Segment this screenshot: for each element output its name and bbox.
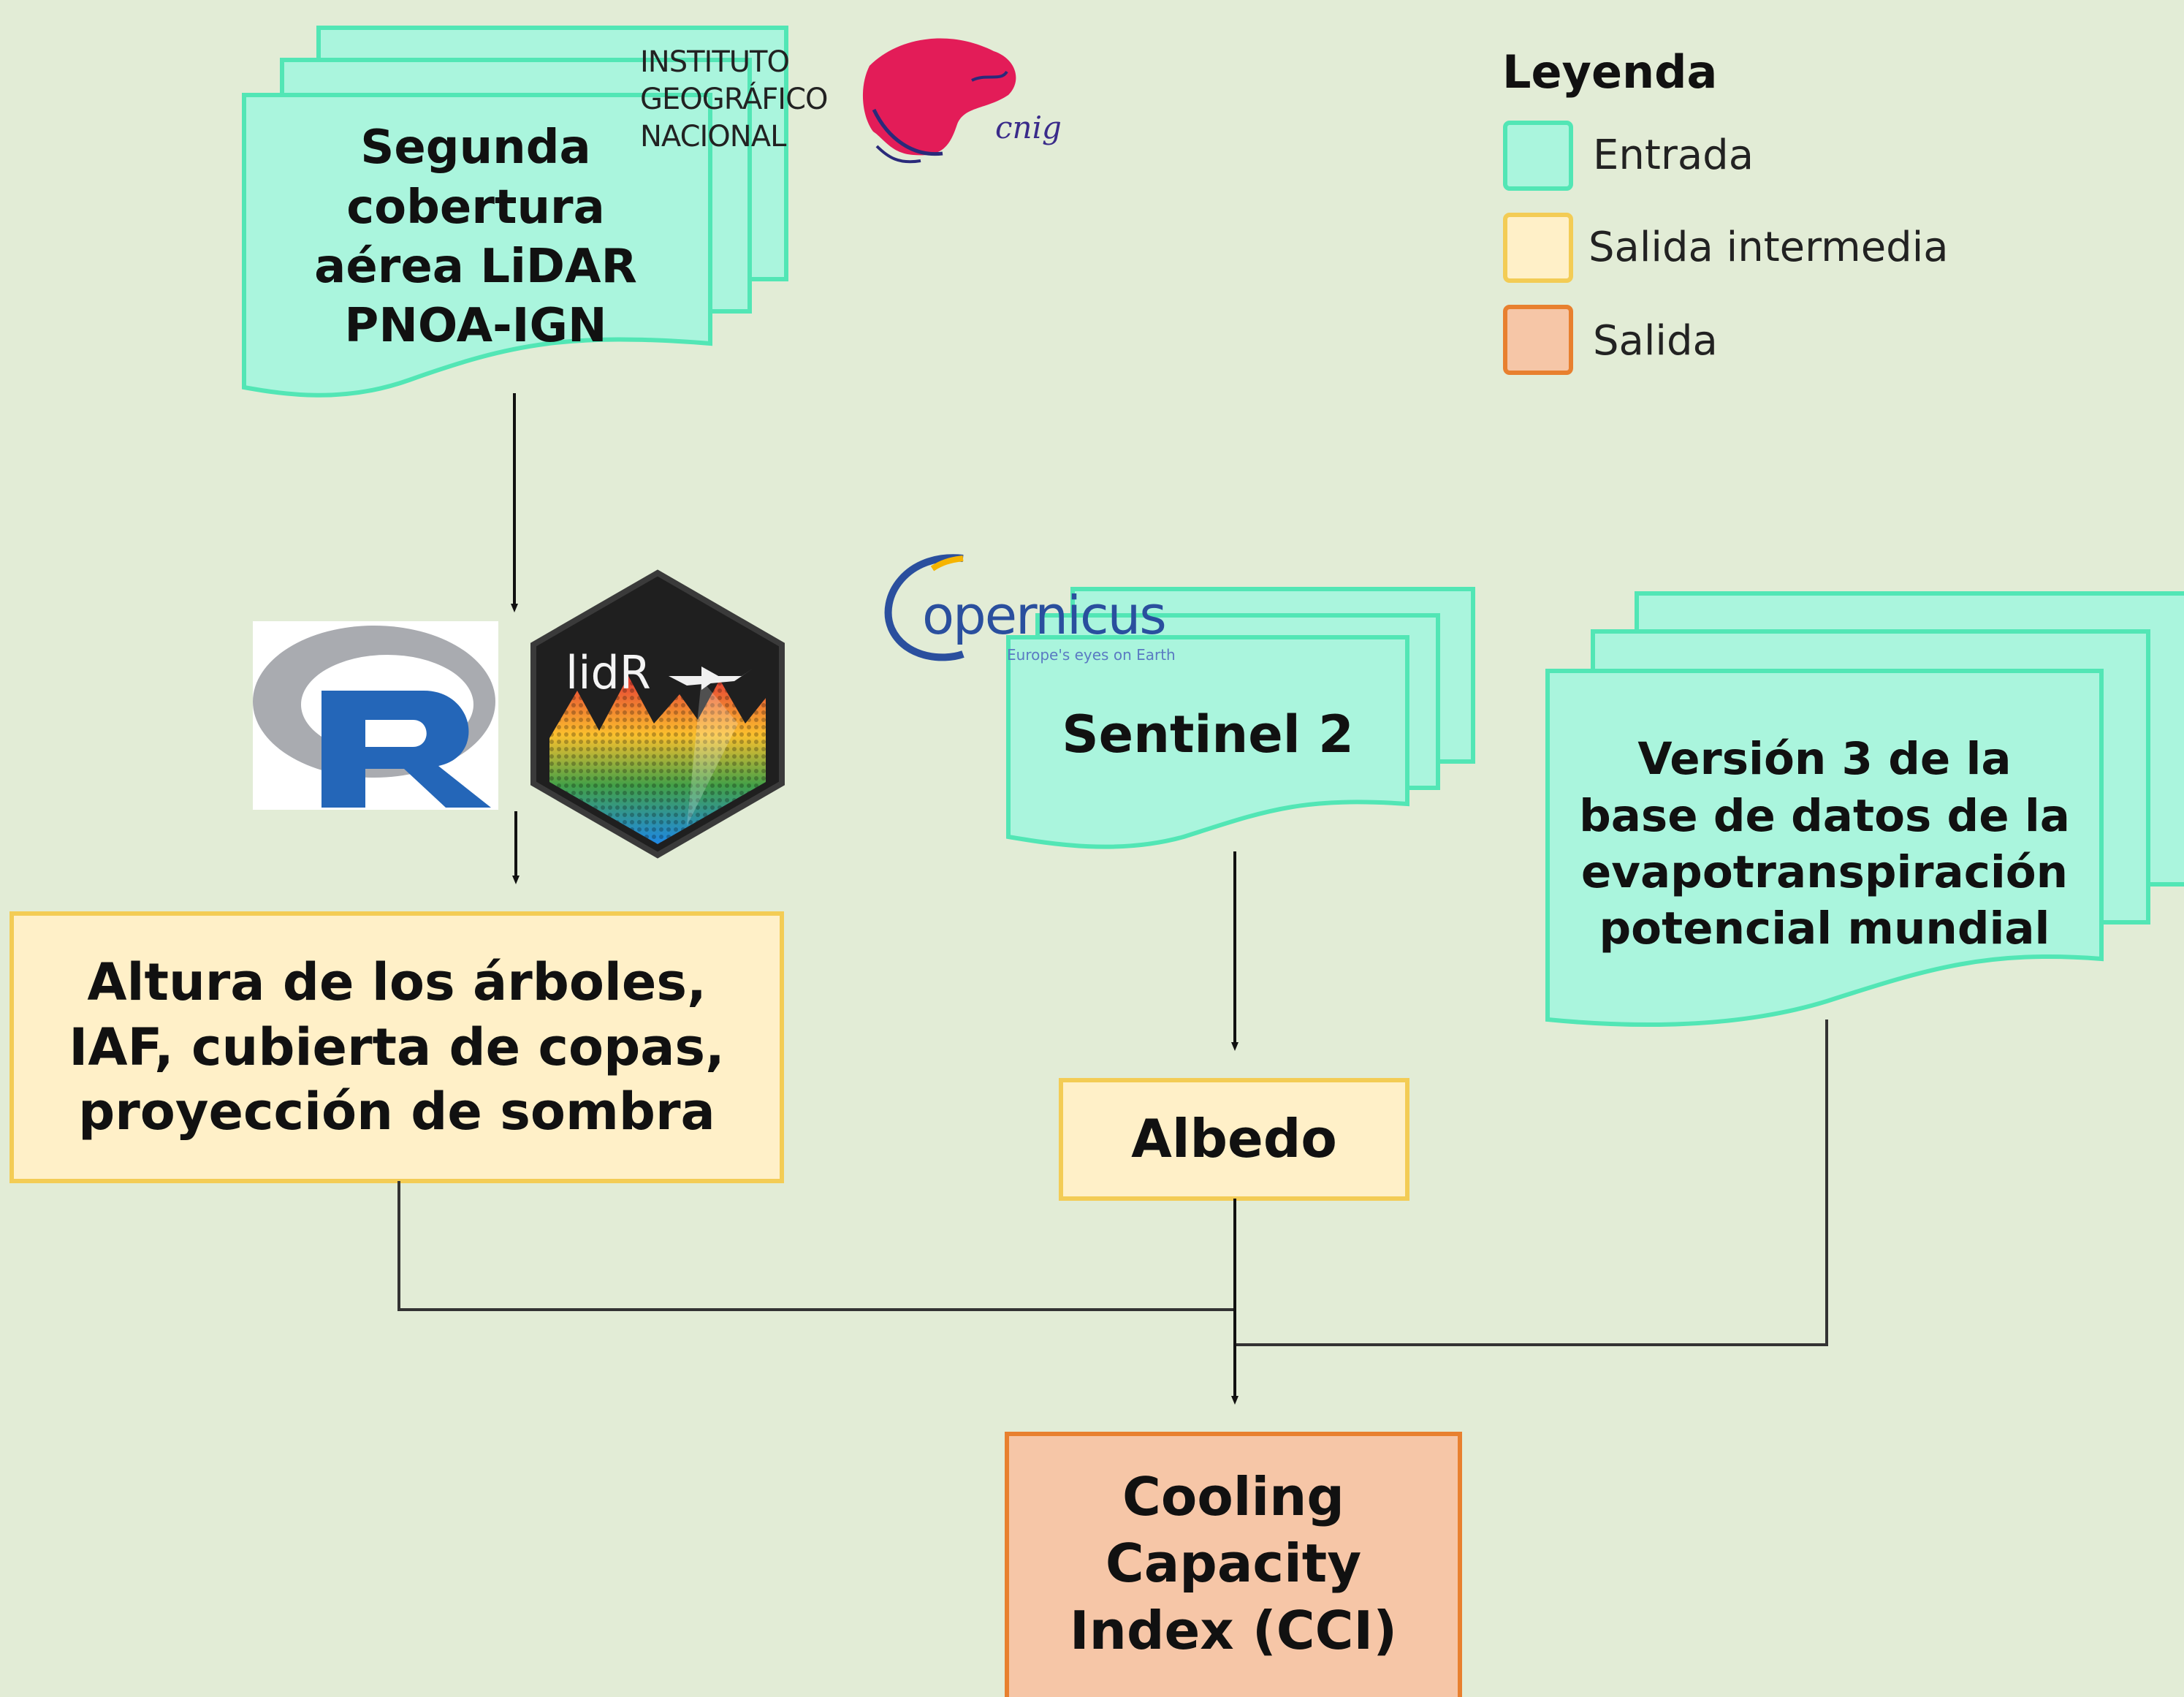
lidar-input-shape bbox=[242, 26, 788, 398]
copernicus-logo-text: opernicus bbox=[922, 585, 1167, 646]
ign-logo-text-2: GEOGRÁFICO bbox=[640, 83, 829, 116]
sentinel-input-shape bbox=[1006, 587, 1475, 849]
legend-swatch-salida-intermedia bbox=[1503, 213, 1573, 283]
ign-logo-text-3: NACIONAL bbox=[640, 120, 786, 153]
legend-label-entrada: Entrada bbox=[1593, 132, 1754, 179]
albedo-output-label: Albedo bbox=[1131, 1108, 1337, 1170]
sentinel-input-label: Sentinel 2 bbox=[1062, 704, 1354, 764]
trees-output-label: Altura de los árboles, IAF, cubierta de … bbox=[69, 952, 725, 1142]
copernicus-tagline: Europe's eyes on Earth bbox=[1007, 646, 1176, 664]
ign-logo-text-1: INSTITUTO bbox=[640, 45, 790, 79]
copernicus-swoosh-icon bbox=[884, 554, 964, 661]
ign-cnig-logo-graphic bbox=[862, 38, 1016, 164]
legend-label-salida-intermedia: Salida intermedia bbox=[1588, 224, 1949, 271]
evapo-input-label: Versión 3 de la base de datos de la evap… bbox=[1579, 733, 2070, 955]
legend-label-salida: Salida bbox=[1593, 317, 1718, 365]
lidr-logo-text: lidR bbox=[566, 646, 651, 699]
cci-output-shape bbox=[1005, 1432, 1462, 1697]
albedo-output-shape bbox=[1059, 1078, 1409, 1201]
legend-swatch-salida bbox=[1503, 305, 1573, 375]
r-logo bbox=[253, 621, 498, 810]
legend-swatch-entrada bbox=[1503, 121, 1573, 191]
evapo-input-shape bbox=[1545, 591, 2184, 1028]
cnig-logo-text: cnig bbox=[995, 110, 1062, 145]
cci-output-label: Cooling Capacity Index (CCI) bbox=[1069, 1465, 1398, 1661]
lidar-input-label: Segunda cobertura aérea LiDAR PNOA-IGN bbox=[314, 121, 637, 354]
lidr-logo bbox=[530, 569, 785, 859]
connector-trees bbox=[397, 1181, 1235, 1311]
trees-output-shape bbox=[9, 911, 784, 1183]
connector-evapo bbox=[1235, 1020, 1828, 1346]
legend-title: Leyenda bbox=[1502, 45, 1718, 99]
